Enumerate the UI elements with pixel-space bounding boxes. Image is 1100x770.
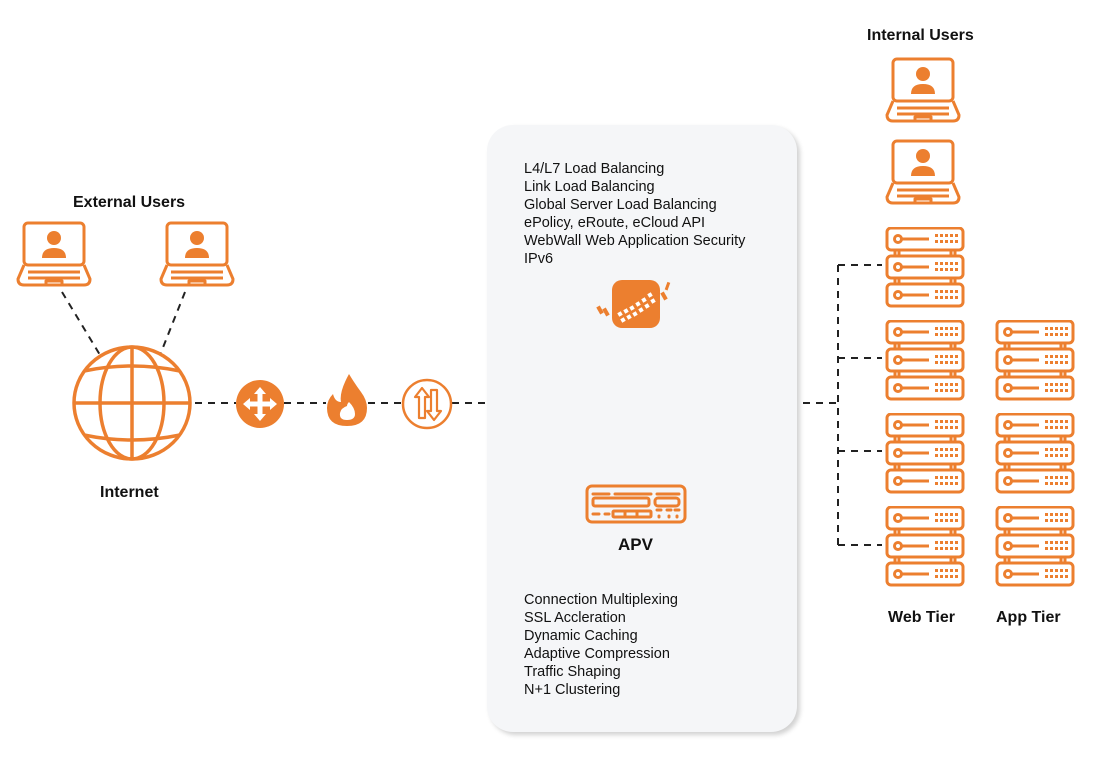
apv-feature-panel	[487, 125, 797, 732]
feature-item: Global Server Load Balancing	[524, 197, 717, 213]
feature-item: WebWall Web Application Security	[524, 233, 746, 249]
laptop-user-icon	[16, 221, 92, 287]
app-tier-server-icon	[995, 413, 1075, 494]
app-tier-server-icon	[995, 320, 1075, 401]
globe-icon	[72, 345, 192, 461]
internet-label: Internet	[100, 484, 159, 501]
bottom-feature-list: Connection Multiplexing SSL Accleration …	[524, 591, 678, 699]
external-users-label: External Users	[73, 194, 186, 211]
feature-item: N+1 Clustering	[524, 682, 621, 698]
laptop-user-icon	[885, 139, 961, 205]
flame-icon	[327, 374, 367, 426]
apv-appliance-icon	[585, 484, 687, 524]
web-tier-server-icon	[885, 506, 965, 587]
feature-item: Connection Multiplexing	[524, 592, 678, 608]
web-tier-server-icon	[885, 227, 965, 308]
web-tier-server-icon	[885, 320, 965, 401]
laptop-user-icon	[885, 57, 961, 123]
feature-item: ePolicy, eRoute, eCloud API	[524, 215, 706, 231]
app-tier-label: App Tier	[996, 609, 1061, 626]
feature-item: IPv6	[524, 251, 554, 267]
link-user2-internet	[159, 291, 186, 356]
feature-item: L4/L7 Load Balancing	[524, 161, 665, 177]
feature-item: Adaptive Compression	[524, 646, 670, 662]
feature-item: Link Load Balancing	[524, 179, 655, 195]
web-tier-label: Web Tier	[888, 609, 955, 626]
array-logo-icon	[596, 280, 671, 328]
internal-users-label: Internal Users	[867, 27, 974, 44]
app-tier-server-icon	[995, 506, 1075, 587]
web-tier-server-icon	[885, 413, 965, 494]
laptop-user-icon	[159, 221, 235, 287]
apv-label: APV	[618, 535, 653, 554]
feature-item: Traffic Shaping	[524, 664, 621, 680]
feature-item: SSL Accleration	[524, 610, 626, 626]
feature-item: Dynamic Caching	[524, 628, 638, 644]
up-down-arrows-icon	[401, 378, 453, 430]
top-feature-list: L4/L7 Load Balancing Link Load Balancing…	[524, 160, 745, 268]
move-arrows-icon	[236, 380, 284, 428]
